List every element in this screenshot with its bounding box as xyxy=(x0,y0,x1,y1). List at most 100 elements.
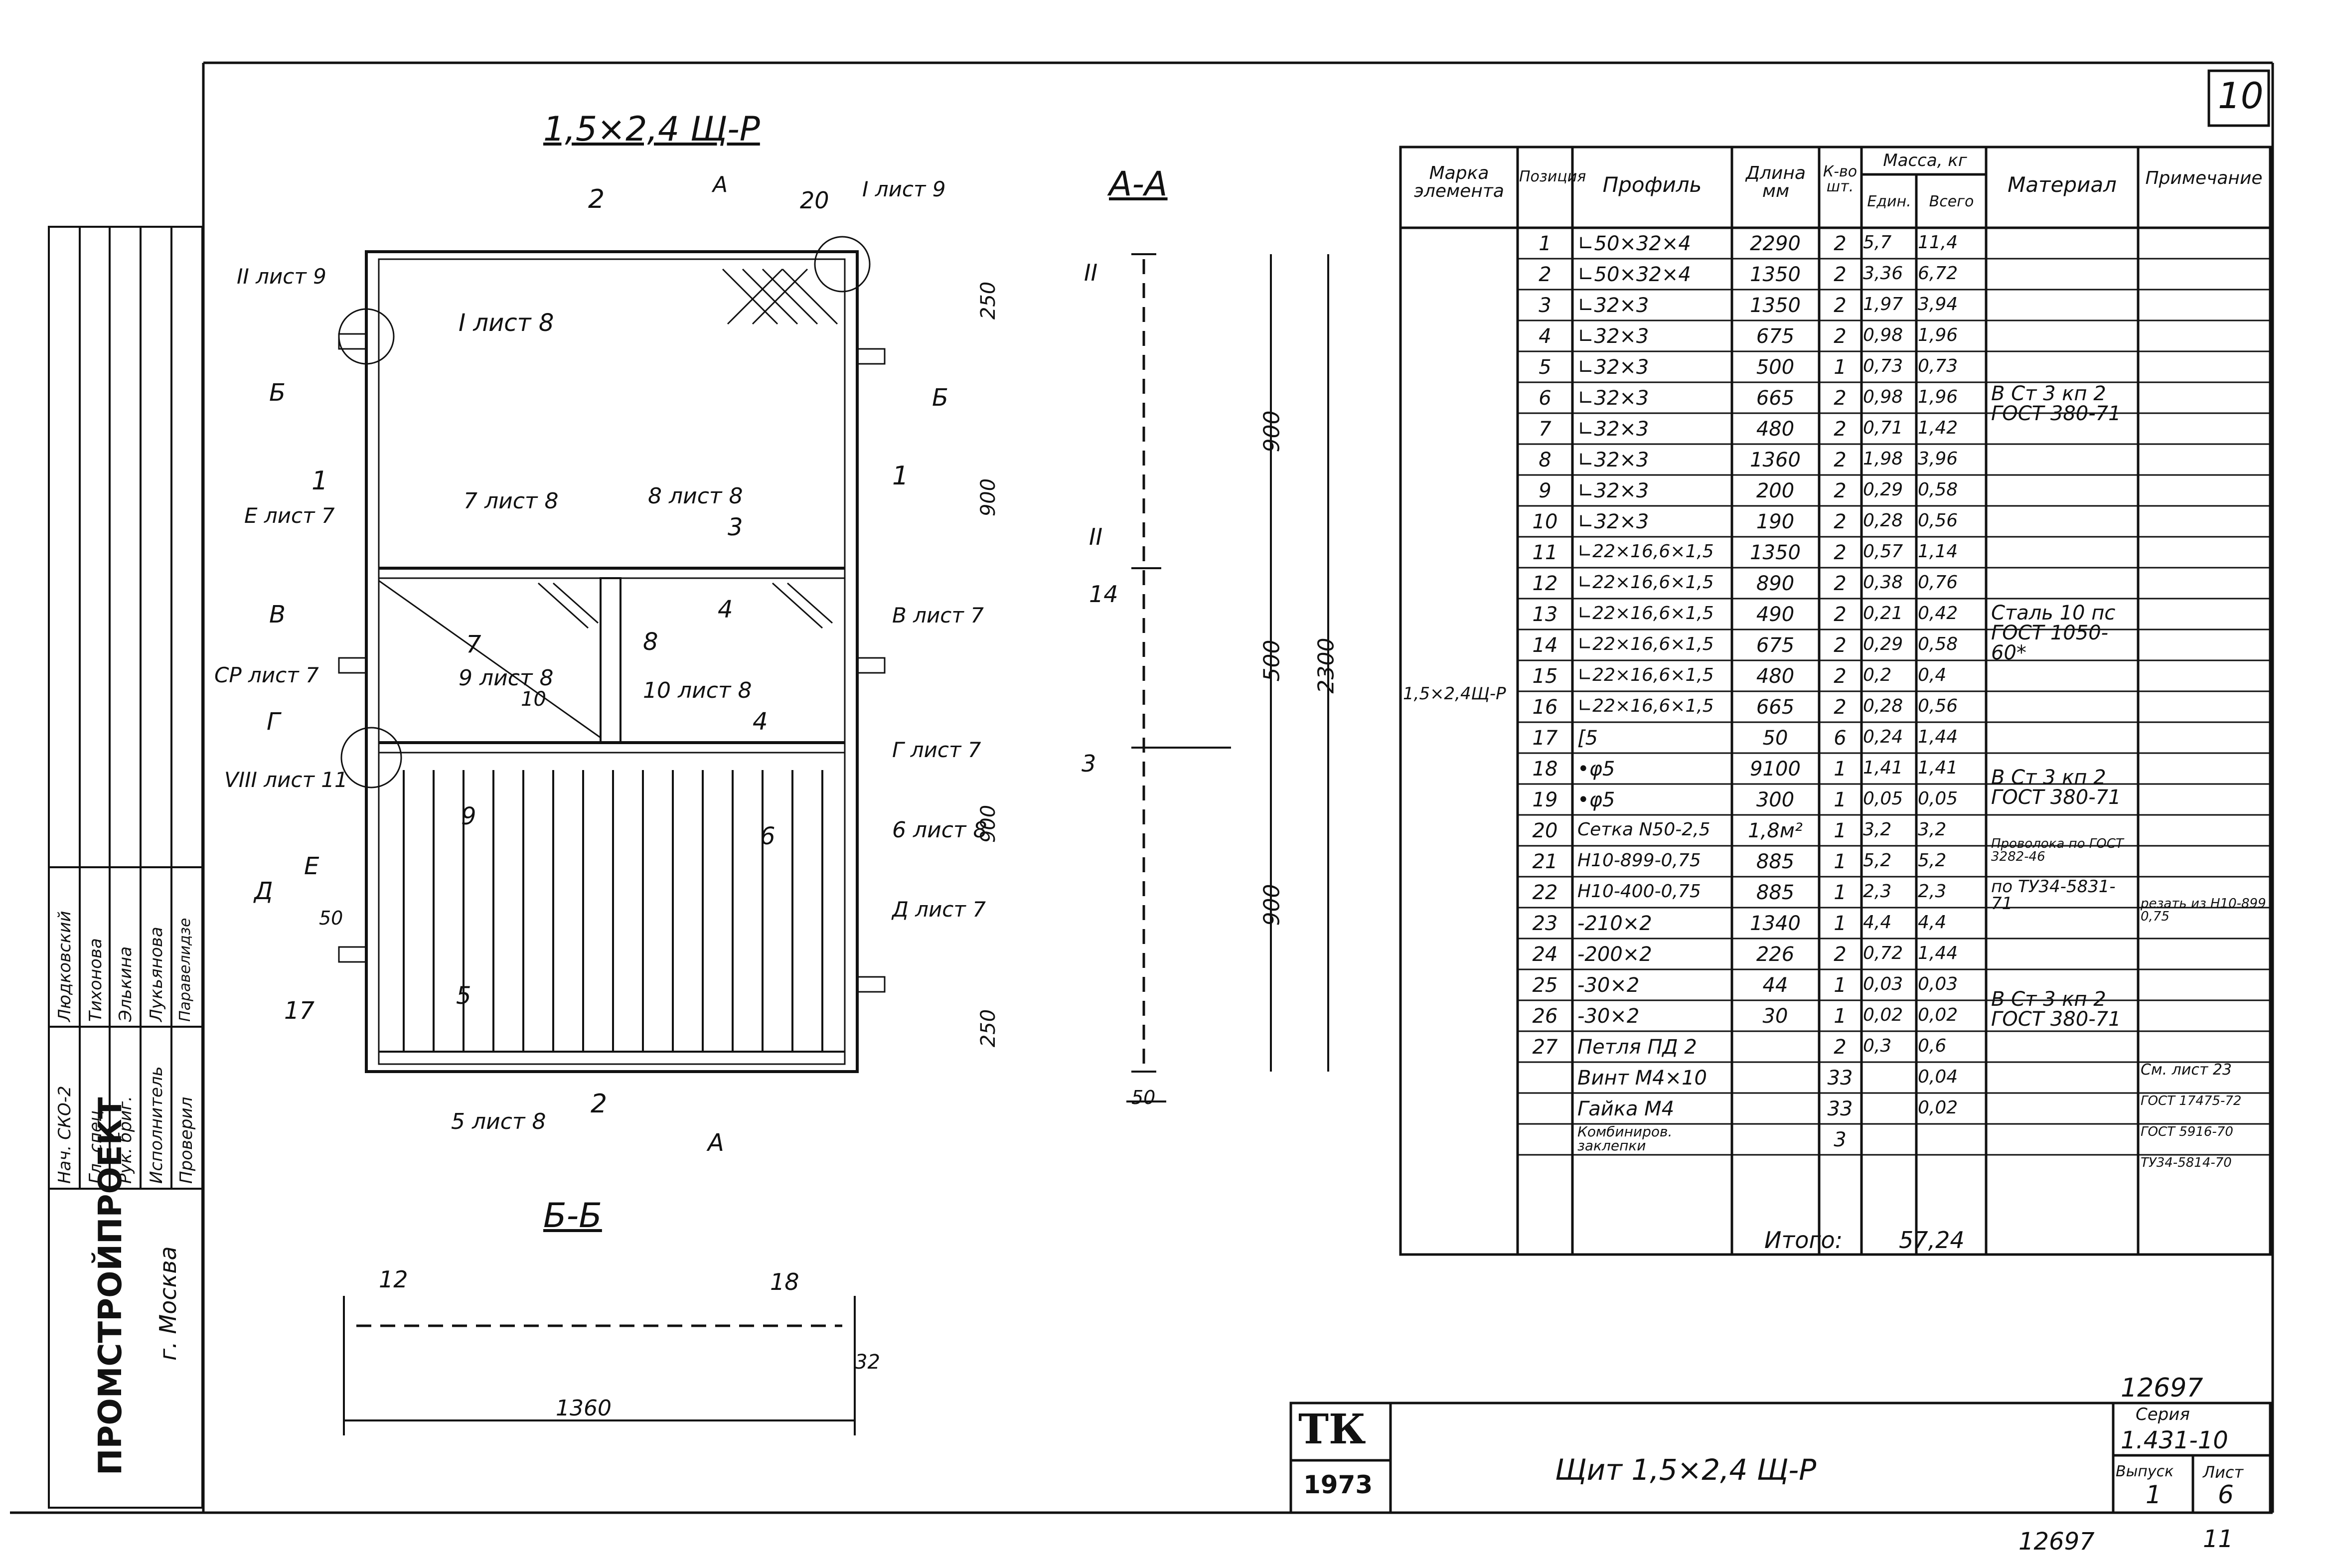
section-mark: В xyxy=(269,601,286,628)
section-aa-view xyxy=(1126,253,1329,1102)
spec-cell-length: 890 xyxy=(1756,572,1795,595)
spec-cell-profile: ∟50×32×4 xyxy=(1577,232,1691,255)
spec-cell-length: 1360 xyxy=(1750,449,1801,471)
hdr-mark: Марка элемента xyxy=(1414,163,1504,201)
issue-value: 1 xyxy=(2146,1480,2162,1509)
position-label: 2 xyxy=(588,184,605,214)
spec-cell-unit: 0,2 xyxy=(1863,665,1892,685)
doc-number: 12697 xyxy=(2121,1373,2203,1403)
total-label: Итого: xyxy=(1764,1227,1843,1254)
spec-cell-total: 1,42 xyxy=(1918,418,1958,438)
logo-tk: ТК xyxy=(1298,1406,1366,1453)
callout-label: Г лист 7 xyxy=(892,738,981,762)
spec-cell-qty: 2 xyxy=(1834,510,1847,533)
spec-cell-pos: 5 xyxy=(1539,356,1551,379)
callout-label: I лист 9 xyxy=(862,177,946,201)
spec-cell-length: 1350 xyxy=(1750,541,1801,564)
drawing-title: 1,5×2,4 Щ-Р xyxy=(543,110,760,149)
element-mark: 1,5×2,4Щ-Р xyxy=(1403,684,1506,704)
spec-cell-total: 0,76 xyxy=(1918,572,1958,593)
spec-cell-total: 1,96 xyxy=(1918,325,1958,345)
dim-label: 50 xyxy=(319,907,343,929)
spec-cell-unit: 0,73 xyxy=(1863,356,1903,376)
spec-cell-pos: 22 xyxy=(1532,881,1558,904)
spec-cell-qty: 2 xyxy=(1834,541,1847,564)
total-value: 57,24 xyxy=(1899,1227,1965,1254)
dim-label: 900 xyxy=(977,804,1000,843)
callout-label: VIII лист 11 xyxy=(224,768,348,792)
spec-cell-qty: 1 xyxy=(1834,912,1847,935)
spec-cell-total: 1,44 xyxy=(1918,727,1958,747)
spec-cell-profile: Сетка N50-2,5 xyxy=(1577,819,1710,840)
section-mark: А xyxy=(713,172,728,197)
signature-role: Гл. спец. xyxy=(86,1104,106,1184)
position-label: 3 xyxy=(728,513,743,541)
spec-cell-unit: 0,72 xyxy=(1863,943,1903,963)
aa-label: 14 xyxy=(1089,581,1118,608)
spec-cell-length: 490 xyxy=(1756,603,1795,626)
spec-cell-pos: 24 xyxy=(1532,943,1558,966)
spec-cell-unit: 0,03 xyxy=(1863,974,1903,994)
spec-cell-unit: 1,98 xyxy=(1863,449,1903,469)
section-mark: Д xyxy=(254,877,273,905)
spec-cell-length: 665 xyxy=(1756,387,1795,410)
spec-cell-total: 0,02 xyxy=(1918,1098,1958,1118)
spec-cell-unit: 2,3 xyxy=(1863,881,1892,902)
spec-cell-pos: 4 xyxy=(1539,325,1551,348)
spec-cell-length: 30 xyxy=(1762,1005,1788,1028)
spec-cell-qty: 2 xyxy=(1834,232,1847,255)
callout-label: 9 лист 8 xyxy=(459,665,554,691)
bb-dim: 32 xyxy=(855,1351,880,1374)
spec-cell-pos: 3 xyxy=(1539,294,1551,317)
position-label: 20 xyxy=(800,187,829,214)
hdr-length: Длина мм xyxy=(1745,163,1806,201)
position-label: 17 xyxy=(284,997,315,1025)
spec-cell-total: 0,03 xyxy=(1918,974,1958,994)
spec-cell-total: 5,2 xyxy=(1918,850,1947,871)
bb-dim: 1360 xyxy=(556,1396,612,1421)
spec-cell-unit: 0,24 xyxy=(1863,727,1903,747)
callout-label: 8 лист 8 xyxy=(648,483,743,509)
material-cell: по ТУ34-5831-71 xyxy=(1991,877,2116,914)
hdr-material: Материал xyxy=(2008,172,2117,197)
spec-cell-pos: 13 xyxy=(1532,603,1558,626)
spec-cell-profile: Винт М4×10 xyxy=(1577,1067,1707,1090)
signature-role: Рук. бриг. xyxy=(116,1096,136,1184)
spec-cell-profile: ∟32×3 xyxy=(1577,325,1649,348)
material-cell: Сталь 10 пс ГОСТ 1050-60* xyxy=(1991,602,2116,664)
spec-cell-profile: Н10-400-0,75 xyxy=(1577,881,1701,902)
spec-cell-total: 0,4 xyxy=(1918,665,1947,685)
spec-cell-pos: 23 xyxy=(1532,912,1558,935)
aa-label: II xyxy=(1089,523,1103,550)
signature-role: Нач. СКО-2 xyxy=(55,1086,75,1184)
bottom-number: 12697 xyxy=(2018,1528,2095,1556)
spec-cell-unit: 0,28 xyxy=(1863,510,1903,531)
org-name: ПРОМСТРОЙПРОЕКТ xyxy=(92,1097,129,1475)
spec-cell-unit: 3,2 xyxy=(1863,819,1892,840)
bb-label: 12 xyxy=(379,1266,408,1293)
spec-table-rows xyxy=(1518,258,2270,1156)
spec-cell-qty: 1 xyxy=(1834,1005,1847,1028)
spec-cell-pos: 16 xyxy=(1532,696,1558,719)
spec-cell-unit: 0,28 xyxy=(1863,696,1903,716)
spec-cell-profile: ∟32×3 xyxy=(1577,449,1649,471)
spec-cell-length: 1350 xyxy=(1750,294,1801,317)
section-aa-title: А-А xyxy=(1109,164,1168,204)
spec-cell-length: 675 xyxy=(1756,325,1795,348)
position-label: 10 xyxy=(521,688,546,711)
spec-cell-qty: 1 xyxy=(1834,788,1847,811)
aa-dim: 50 xyxy=(1131,1087,1156,1108)
spec-cell-pos: 25 xyxy=(1532,974,1558,997)
position-label: 8 xyxy=(643,628,658,656)
spec-cell-qty: 33 xyxy=(1827,1098,1853,1120)
spec-cell-total: 1,44 xyxy=(1918,943,1958,963)
bb-label: 18 xyxy=(770,1268,799,1295)
page-number-box xyxy=(2207,69,2270,127)
signature-role: Проверил xyxy=(176,1097,196,1184)
spec-cell-pos: 14 xyxy=(1532,634,1558,657)
hdr-note: Примечание xyxy=(2145,168,2263,188)
spec-cell-qty: 2 xyxy=(1834,479,1847,502)
callout-label: 10 лист 8 xyxy=(643,678,752,703)
spec-cell-unit: 0,05 xyxy=(1863,788,1903,809)
spec-cell-total: 2,3 xyxy=(1918,881,1947,902)
